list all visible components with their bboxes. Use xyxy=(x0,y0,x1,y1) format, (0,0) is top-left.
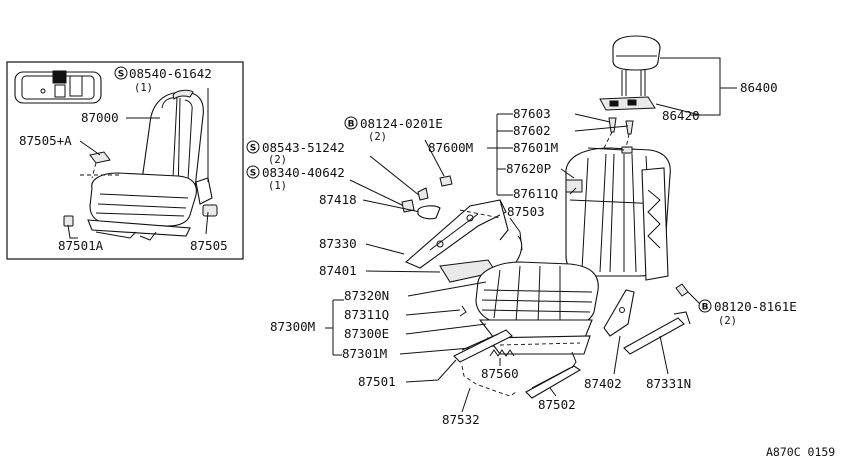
bolt-top-symbol-icon xyxy=(344,116,358,130)
label-87603: 87603 xyxy=(513,106,551,121)
inset-seat-assembly xyxy=(63,89,218,241)
label-screw-a-qty: (2) xyxy=(268,154,287,166)
screw-b-symbol-icon xyxy=(246,165,260,179)
inset-87505a-part xyxy=(89,151,111,164)
label-screw-a-code: 08543-51242 xyxy=(262,140,345,155)
slide-rail-right xyxy=(525,351,582,399)
label-87000: 87000 xyxy=(81,110,119,125)
label-bolt-top-qty: (2) xyxy=(368,131,387,143)
screw-b-symbol: S xyxy=(250,169,256,179)
label-87602: 87602 xyxy=(513,123,551,138)
diagram-reference-code: A870C 0159 xyxy=(766,445,835,459)
label-87532: 87532 xyxy=(442,412,480,427)
slide-rail-left xyxy=(453,329,513,363)
label-87300e: 87300E xyxy=(344,326,389,341)
label-87331n: 87331N xyxy=(646,376,691,391)
label-87330: 87330 xyxy=(319,236,357,251)
label-inset-screw-code: 08540-61642 xyxy=(129,66,212,81)
label-87505: 87505 xyxy=(190,238,228,253)
inset-87505-part xyxy=(202,204,218,217)
wire-part xyxy=(461,365,517,397)
label-bolt-right-qty: (2) xyxy=(718,315,737,327)
hog-ring-part xyxy=(459,305,467,317)
headrest-guide-plate xyxy=(599,96,656,111)
label-87502: 87502 xyxy=(538,397,576,412)
inset-screw-symbol: S xyxy=(118,70,124,80)
label-inset-screw-qty: (1) xyxy=(134,82,153,94)
label-87620p: 87620P xyxy=(506,161,551,176)
bolt-right-symbol-icon xyxy=(698,299,712,313)
inset-87501a-part xyxy=(63,215,74,227)
recliner-cover-outer xyxy=(623,311,691,355)
recliner-mechanism xyxy=(404,199,509,269)
label-86400: 86400 xyxy=(740,80,778,95)
label-87300m: 87300M xyxy=(270,319,315,334)
label-bolt-top-code: 08124-0201E xyxy=(360,116,443,131)
label-bolt-right-code: 08120-8161E xyxy=(714,299,797,314)
label-87301m: 87301M xyxy=(342,346,387,361)
label-87503: 87503 xyxy=(507,204,545,219)
label-87505a: 87505+A xyxy=(19,133,72,148)
headrest-assembly xyxy=(599,35,737,116)
part-87603-pin xyxy=(608,117,617,133)
label-87600m: 87600M xyxy=(428,140,473,155)
inset-panel: 87000 87505+A 87501A 87505 S 08540-61642… xyxy=(6,61,244,260)
bolt-top-symbol: B xyxy=(348,120,355,130)
label-87611q: 87611Q xyxy=(513,186,558,201)
seat-back-assembly xyxy=(565,117,671,281)
label-86420: 86420 xyxy=(662,108,700,123)
label-screw-b-qty: (1) xyxy=(268,180,287,192)
recliner-knob-part xyxy=(417,205,441,220)
screw-symbol-icon xyxy=(114,66,128,80)
spring-part xyxy=(489,349,515,357)
screw-a-symbol: S xyxy=(250,144,256,154)
label-87311q: 87311Q xyxy=(344,307,389,322)
label-87501a: 87501A xyxy=(58,238,104,253)
label-87320n: 87320N xyxy=(344,288,389,303)
label-87601m: 87601M xyxy=(513,140,558,155)
label-87418: 87418 xyxy=(319,192,357,207)
label-87501: 87501 xyxy=(358,374,396,389)
label-87402: 87402 xyxy=(584,376,622,391)
screw-a-symbol-icon xyxy=(246,140,260,154)
label-87560: 87560 xyxy=(481,366,519,381)
label-87401: 87401 xyxy=(319,263,357,278)
bolt-top-part xyxy=(424,139,453,187)
label-screw-b-code: 08340-40642 xyxy=(262,165,345,180)
bolt-right-symbol: B xyxy=(702,303,709,313)
vehicle-top-view-icon xyxy=(14,70,102,104)
part-87611q xyxy=(565,179,583,193)
bolt-right-part xyxy=(675,283,689,297)
recliner-cover-inner xyxy=(603,289,635,337)
